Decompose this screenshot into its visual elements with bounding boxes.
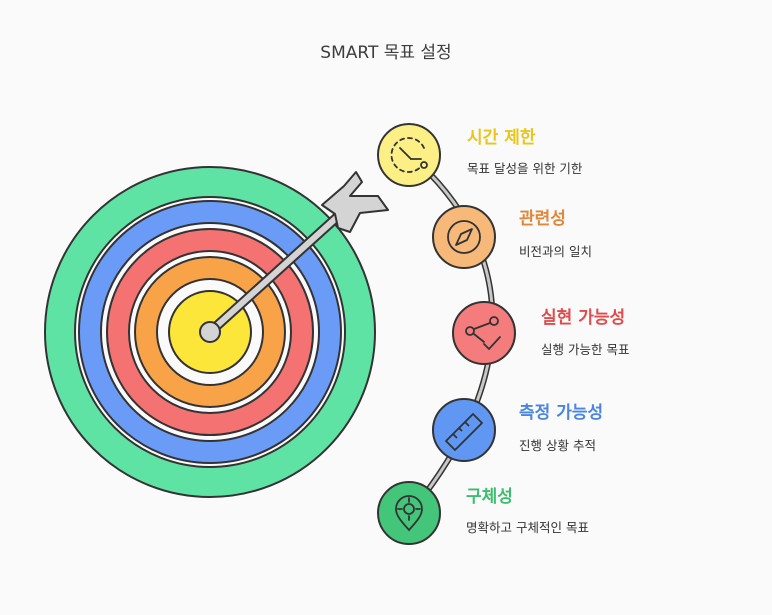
time-bound-circle: [377, 123, 441, 187]
ring-red-inner-outline: [128, 250, 292, 414]
clock-icon: [390, 137, 428, 173]
item-relevant: 관련성 비전과의 일치: [432, 205, 592, 269]
measurable-desc: 진행 상황 추적: [519, 438, 596, 453]
item-specific: 구체성 명확하고 구체적인 목표: [377, 481, 589, 545]
ring-blue-outline: [78, 200, 342, 464]
relevant-title: 관련성: [519, 209, 566, 229]
ring-blue: [79, 201, 341, 463]
time-bound-desc: 목표 달성을 위한 기한: [467, 161, 583, 176]
ring-green-outline: [44, 166, 376, 498]
measurable-circle: [432, 398, 496, 462]
measurable-title: 측정 가능성: [519, 403, 603, 423]
page-title: SMART 목표 설정: [320, 43, 451, 63]
specific-title: 구체성: [466, 487, 513, 507]
item-time-bound: 시간 제한 목표 달성을 위한 기한: [377, 123, 583, 187]
ring-orange-outline: [134, 256, 286, 408]
nodes-check-icon: [465, 316, 501, 351]
ruler-icon: [445, 413, 483, 451]
specific-desc: 명확하고 구체적인 목표: [466, 520, 589, 535]
target: [44, 166, 376, 498]
specific-circle: [377, 481, 441, 545]
ring-red-outline: [106, 228, 314, 436]
ring-orange-inner-outline: [156, 278, 264, 386]
ring-orange: [135, 257, 285, 407]
compass-icon: [447, 220, 481, 254]
arrow: [199, 171, 389, 343]
ring-red: [107, 229, 313, 435]
item-achievable: 실현 가능성 실행 가능한 목표: [452, 301, 629, 365]
ring-green: [45, 167, 375, 497]
arrow-fletching: [321, 171, 389, 233]
ring-blue-inner-outline: [100, 222, 320, 442]
achievable-title: 실현 가능성: [541, 308, 625, 328]
time-bound-title: 시간 제한: [467, 128, 536, 148]
achievable-desc: 실행 가능한 목표: [541, 342, 629, 357]
item-measurable: 측정 가능성 진행 상황 추적: [432, 398, 603, 462]
relevant-circle: [432, 205, 496, 269]
relevant-desc: 비전과의 일치: [519, 244, 592, 259]
arrow-shaft: [207, 207, 348, 335]
arrow-tip: [199, 321, 221, 343]
ring-green-inner-outline: [74, 196, 346, 468]
achievable-circle: [452, 301, 516, 365]
target-pin-icon: [395, 495, 423, 532]
